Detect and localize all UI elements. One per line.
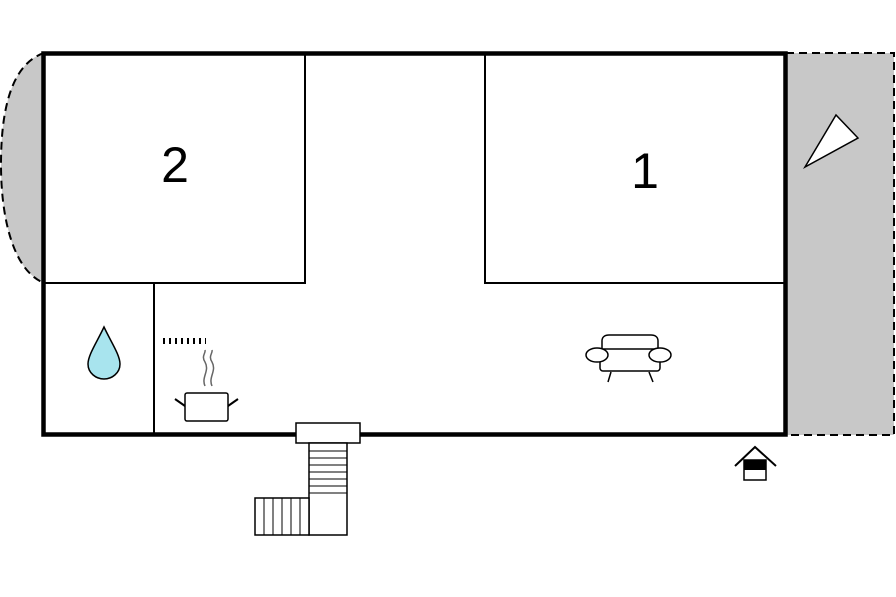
- cooking-pot-icon: [174, 349, 239, 422]
- sofa-icon: [585, 334, 672, 383]
- left-outdoor-area: [1, 53, 44, 283]
- room-2-label: 2: [161, 137, 189, 193]
- triangle-marker-icon: [802, 113, 860, 169]
- terrace-area: [786, 53, 894, 435]
- room-1-label: 1: [631, 143, 659, 199]
- entrance-house-icon: [734, 445, 777, 481]
- left-outdoor-dashed-outline: [0, 52, 45, 284]
- water-drop-icon: [87, 325, 121, 380]
- terrace-dashed-outline: [786, 52, 895, 436]
- exterior-walls: [41, 51, 788, 437]
- stairs-icon: [254, 422, 361, 536]
